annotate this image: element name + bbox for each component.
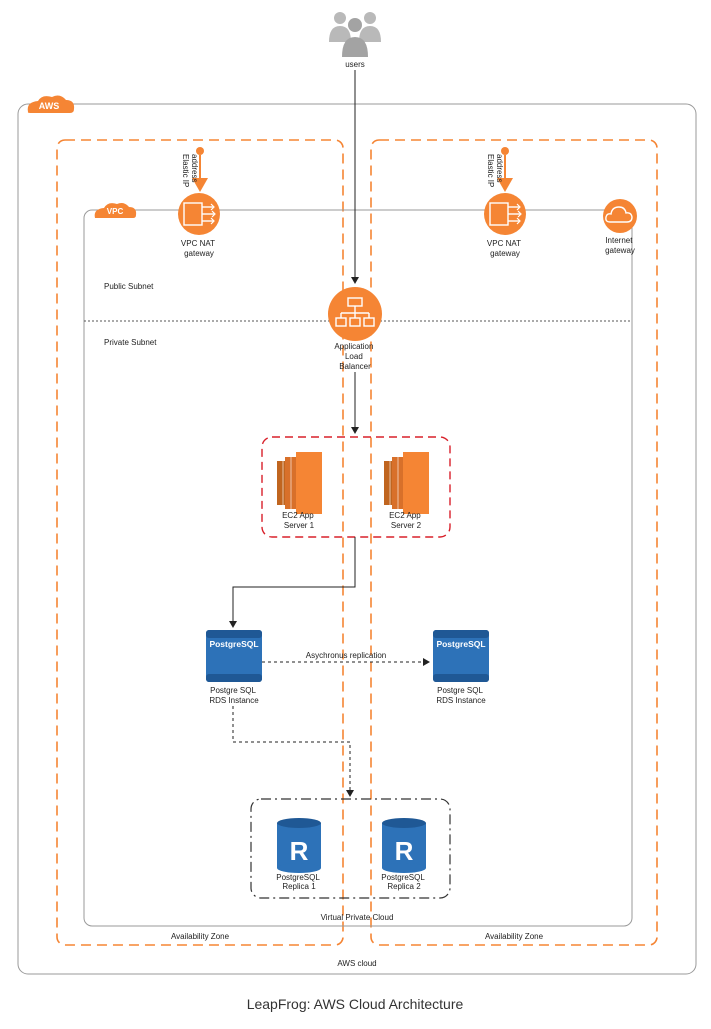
rds-primary-icon-text: PostgreSQL bbox=[209, 639, 258, 649]
elastic-ip-right-icon bbox=[497, 147, 513, 192]
elastic-ip-right-line2: address bbox=[495, 154, 504, 182]
users-icon bbox=[329, 12, 381, 57]
svg-text:Elastic IP address: Elastic IP address bbox=[486, 154, 504, 189]
aws-cloud-label: AWS cloud bbox=[337, 959, 376, 968]
replica-1-line2: Replica 1 bbox=[282, 882, 316, 891]
rds-primary-line2: RDS Instance bbox=[209, 696, 259, 705]
ec2-server-1-icon bbox=[277, 452, 322, 514]
rds-secondary-line1: Postgre SQL bbox=[437, 686, 483, 695]
rds-secondary-line2: RDS Instance bbox=[436, 696, 486, 705]
svg-text:VPC NAT gateway: VPC NAT gateway bbox=[181, 239, 217, 258]
public-subnet-label: Public Subnet bbox=[104, 282, 154, 291]
ec2-server-2-icon bbox=[384, 452, 429, 514]
svg-text:VPC NAT gateway: VPC NAT gateway bbox=[487, 239, 523, 258]
igw-line2: gateway bbox=[605, 246, 635, 255]
aws-badge-text: AWS bbox=[39, 101, 60, 111]
nat-gateway-left-icon bbox=[178, 193, 220, 235]
users-label: users bbox=[345, 60, 365, 69]
replica-2-line2: Replica 2 bbox=[387, 882, 421, 891]
svg-text:EC2 App Server 2: EC2 App Server 2 bbox=[389, 511, 423, 530]
svg-text:Elastic IP address: Elastic IP address bbox=[181, 154, 199, 189]
nat-gateway-right-icon bbox=[484, 193, 526, 235]
svg-text:PostgreSQL Replica 2: PostgreSQL Replica 2 bbox=[381, 873, 427, 891]
ec2-to-rds-connector bbox=[229, 537, 356, 628]
replica-group bbox=[250, 798, 451, 899]
svg-text:Internet gateway: Internet gateway bbox=[605, 236, 635, 255]
rds-primary-icon: PostgreSQL bbox=[206, 630, 262, 682]
ec2-autoscaling-group bbox=[261, 436, 451, 538]
availability-zone-right bbox=[370, 139, 658, 946]
aws-cloud-boundary bbox=[17, 103, 697, 975]
elastic-ip-left-line1: Elastic IP bbox=[181, 154, 190, 187]
ec2-server-1-line1: EC2 App bbox=[282, 511, 314, 520]
replica-2-letter: R bbox=[395, 836, 414, 866]
nat-left-line1: VPC NAT bbox=[181, 239, 215, 248]
availability-zone-left-label: Availability Zone bbox=[171, 932, 230, 941]
diagram-title: LeapFrog: AWS Cloud Architecture bbox=[247, 996, 464, 1012]
replica-1-letter: R bbox=[290, 836, 309, 866]
replica-1-line1: PostgreSQL bbox=[276, 873, 320, 882]
vpc-label: Virtual Private Cloud bbox=[321, 913, 394, 922]
elastic-ip-left-icon bbox=[192, 147, 208, 192]
igw-line1: Internet bbox=[605, 236, 633, 245]
aws-badge: AWS bbox=[27, 95, 75, 113]
nat-left-line2: gateway bbox=[184, 249, 214, 258]
svg-text:PostgreSQL Replica 1: PostgreSQL Replica 1 bbox=[276, 873, 322, 891]
elastic-ip-left-line2: address bbox=[190, 154, 199, 182]
rds-primary-line1: Postgre SQL bbox=[210, 686, 256, 695]
rds-to-replicas-connector bbox=[232, 706, 354, 797]
elastic-ip-right-line1: Elastic IP bbox=[486, 154, 495, 187]
replica-2-line1: PostgreSQL bbox=[381, 873, 425, 882]
ec2-server-2-line2: Server 2 bbox=[391, 521, 422, 530]
rds-secondary-icon-text: PostgreSQL bbox=[436, 639, 485, 649]
svg-text:Postgre SQL RDS Instance: Postgre SQL RDS Instance bbox=[209, 686, 259, 705]
ec2-server-1-line2: Server 1 bbox=[284, 521, 315, 530]
load-balancer-icon bbox=[328, 287, 382, 341]
nat-right-line2: gateway bbox=[490, 249, 520, 258]
ec2-server-2-line1: EC2 App bbox=[389, 511, 421, 520]
svg-text:Application Load Balan: Application Load Balancer bbox=[334, 342, 375, 371]
alb-line2: Load bbox=[345, 352, 363, 361]
rds-secondary-icon: PostgreSQL bbox=[433, 630, 489, 682]
replica-2-icon: R bbox=[382, 818, 426, 873]
vpc-boundary bbox=[83, 209, 633, 927]
vpc-badge-text: VPC bbox=[107, 207, 124, 216]
alb-line3: Balancer bbox=[339, 362, 371, 371]
availability-zone-left bbox=[56, 139, 344, 946]
replication-label: Asychronus replication bbox=[306, 651, 386, 660]
internet-gateway-icon bbox=[603, 199, 637, 233]
availability-zone-right-label: Availability Zone bbox=[485, 932, 544, 941]
replica-1-icon: R bbox=[277, 818, 321, 873]
svg-text:Postgre SQL RDS Instance: Postgre SQL RDS Instance bbox=[436, 686, 486, 705]
nat-right-line1: VPC NAT bbox=[487, 239, 521, 248]
alb-line1: Application bbox=[334, 342, 373, 351]
vpc-badge: VPC bbox=[94, 203, 137, 218]
svg-text:EC2 App Server 1: EC2 App Server 1 bbox=[282, 511, 316, 530]
private-subnet-label: Private Subnet bbox=[104, 338, 157, 347]
